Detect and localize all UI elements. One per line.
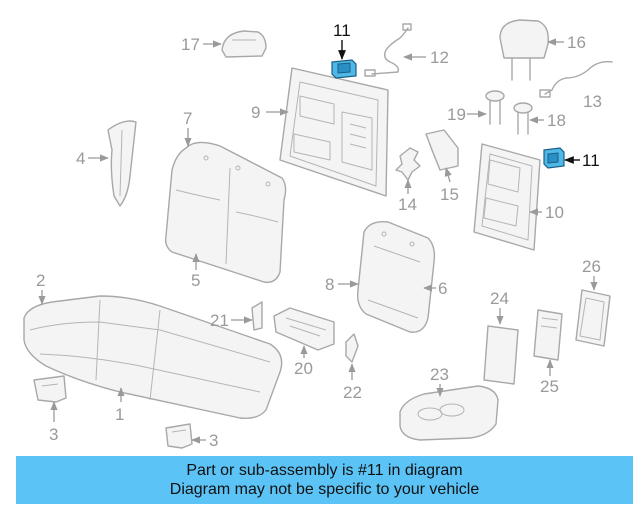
callout-9: 9 xyxy=(251,103,260,122)
callout-12: 12 xyxy=(430,48,449,67)
part-19-guide[interactable] xyxy=(485,90,505,125)
callout-23: 23 xyxy=(430,365,449,384)
part-12-cable[interactable] xyxy=(364,23,412,77)
part-4-side-bolster[interactable] xyxy=(107,120,137,207)
callout-5: 5 xyxy=(191,271,200,290)
part-26-panel[interactable] xyxy=(575,289,611,347)
part-21-bracket[interactable] xyxy=(251,301,263,331)
callout-15: 15 xyxy=(440,185,459,204)
info-banner: Part or sub-assembly is #11 in diagram D… xyxy=(16,456,633,504)
callout-21: 21 xyxy=(210,311,229,330)
callout-13: 13 xyxy=(583,92,602,111)
callout-7: 7 xyxy=(183,109,192,128)
part-22-clip[interactable] xyxy=(345,333,359,363)
part-18-guide[interactable] xyxy=(513,102,533,135)
callout-11-top: 11 xyxy=(333,21,351,40)
part-15-cover[interactable] xyxy=(425,129,459,171)
part-23-armrest[interactable] xyxy=(399,385,499,441)
callout-8: 8 xyxy=(325,275,334,294)
part-3-hook-right[interactable] xyxy=(165,423,193,449)
part-17-headrest[interactable] xyxy=(221,30,267,58)
callout-10: 10 xyxy=(545,203,564,222)
callout-2: 2 xyxy=(36,271,45,290)
banner-line-1: Part or sub-assembly is #11 in diagram xyxy=(186,462,463,479)
part-1-seat-cushion[interactable] xyxy=(23,295,283,420)
callout-11-right: 11 xyxy=(582,151,600,170)
callout-4: 4 xyxy=(76,149,85,168)
callout-3-left: 3 xyxy=(49,425,58,444)
part-13-cable[interactable] xyxy=(539,60,613,98)
part-14-bracket[interactable] xyxy=(395,147,421,181)
part-7-seatback-cushion[interactable] xyxy=(164,141,287,283)
seat-parts-diagram: 17 11 12 16 13 9 19 18 7 4 11 14 15 10 5… xyxy=(23,19,613,450)
callout-25: 25 xyxy=(540,377,559,396)
part-25-panel[interactable] xyxy=(533,309,563,361)
part-9-seatback-frame[interactable] xyxy=(279,67,389,197)
part-20-hinge-bracket[interactable] xyxy=(273,307,335,351)
callout-1: 1 xyxy=(115,405,124,424)
callout-14: 14 xyxy=(398,195,417,214)
part-11-clip-highlighted[interactable] xyxy=(331,59,357,79)
callout-3-right: 3 xyxy=(209,431,218,450)
part-24-panel[interactable] xyxy=(483,325,519,385)
part-11-clip-highlighted-right[interactable] xyxy=(543,147,565,169)
banner-line-2: Diagram may not be specific to your vehi… xyxy=(169,481,480,498)
callout-18: 18 xyxy=(547,111,566,130)
callout-26: 26 xyxy=(582,257,601,276)
part-8-seatback-right[interactable] xyxy=(356,221,436,333)
part-3-hook-left[interactable] xyxy=(33,375,67,403)
callout-24: 24 xyxy=(490,289,509,308)
callout-19: 19 xyxy=(447,105,466,124)
part-16-headrest[interactable] xyxy=(499,19,549,81)
callout-16: 16 xyxy=(567,33,586,52)
part-10-seatback-frame[interactable] xyxy=(473,143,541,251)
callout-6: 6 xyxy=(438,279,447,298)
callout-22: 22 xyxy=(343,383,362,402)
callout-17: 17 xyxy=(181,35,200,54)
callout-20: 20 xyxy=(294,359,313,378)
